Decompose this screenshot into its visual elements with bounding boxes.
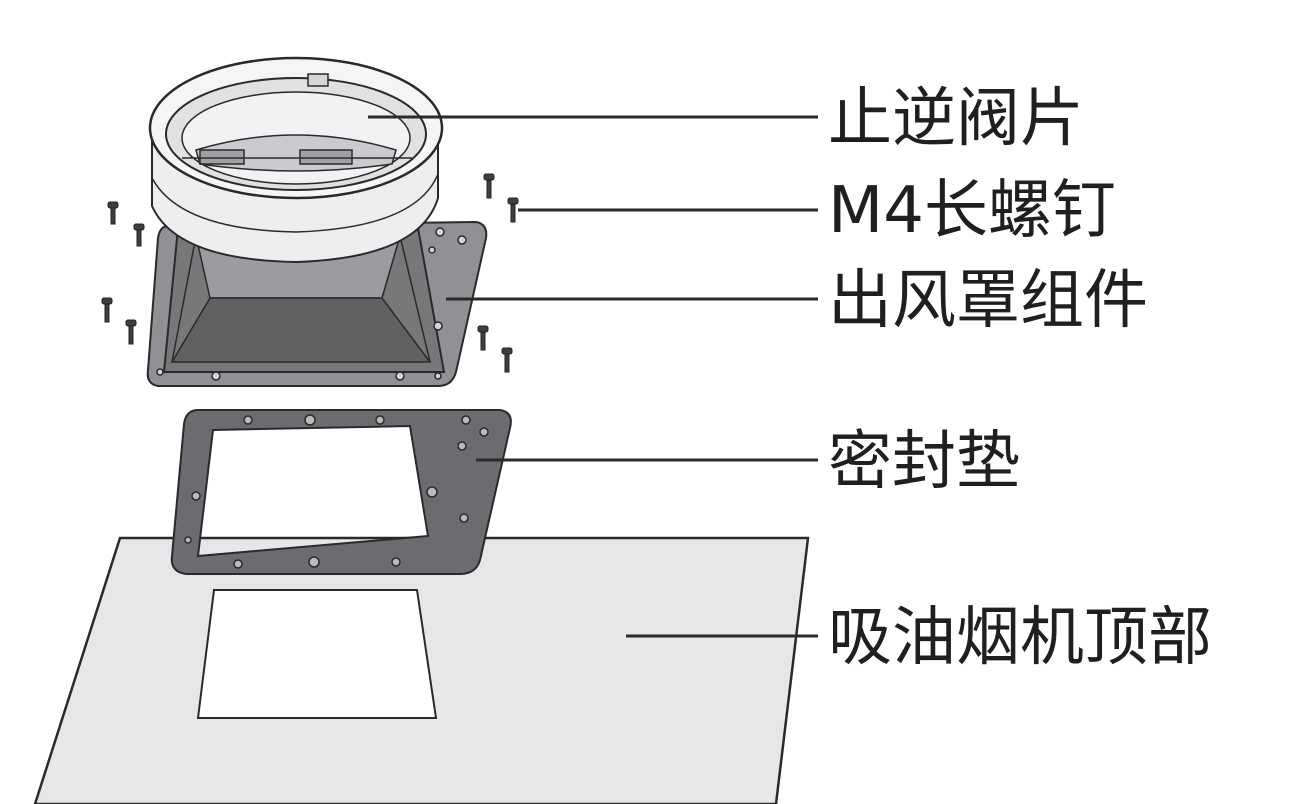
label-check-valve: 止逆阀片 bbox=[828, 82, 1084, 156]
screw bbox=[101, 297, 113, 323]
label-outlet-hood: 出风罩组件 bbox=[828, 264, 1148, 338]
hood-top-panel bbox=[33, 536, 810, 804]
screw bbox=[107, 201, 119, 225]
screw bbox=[483, 173, 495, 199]
screw bbox=[133, 223, 145, 247]
part-labels: 止逆阀片 M4长螺钉 出风罩组件 密封垫 吸油烟机顶部 bbox=[828, 82, 1212, 675]
check-valve-part bbox=[148, 56, 444, 264]
label-gasket: 密封垫 bbox=[828, 425, 1020, 499]
screw bbox=[477, 325, 489, 351]
gasket-part bbox=[170, 409, 512, 575]
hood-top-opening bbox=[196, 589, 438, 719]
screw bbox=[501, 347, 513, 373]
screw bbox=[125, 319, 137, 345]
screw-set bbox=[101, 173, 519, 373]
screw bbox=[507, 197, 519, 223]
leader-lines bbox=[368, 115, 818, 638]
label-hood-top: 吸油烟机顶部 bbox=[828, 601, 1212, 675]
label-screws: M4长螺钉 bbox=[828, 174, 1116, 248]
